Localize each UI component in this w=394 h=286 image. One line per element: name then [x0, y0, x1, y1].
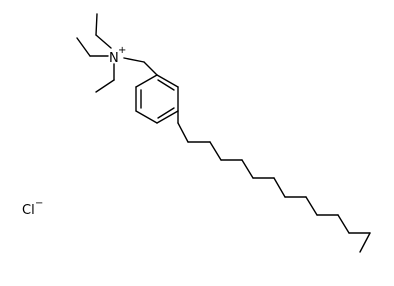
ring-bond-6 [135, 74, 158, 88]
chain-bond-5 [241, 159, 254, 179]
ring-double-1 [157, 79, 175, 91]
ethyl-1-bond-a [95, 34, 112, 49]
ring-bond-1 [156, 74, 179, 88]
chain-bond-11 [337, 214, 350, 234]
chain-bond-3 [209, 141, 222, 161]
ethyl-3-bond-b [95, 79, 115, 93]
nitrogen-charge: + [118, 45, 126, 56]
ring-bond-3 [156, 110, 179, 124]
chloride-charge: − [35, 198, 43, 209]
atom-labels: N + Cl − [22, 45, 126, 218]
chain-bond-7 [273, 177, 286, 198]
chain-bond-13 [359, 232, 371, 253]
nitrogen-label: N [109, 51, 119, 66]
ethyl-2-bond-b [76, 37, 91, 57]
bonds [76, 13, 371, 253]
chain-bond-9 [305, 196, 318, 216]
chloride-label: Cl [22, 203, 35, 218]
ring-double-2 [157, 107, 175, 119]
chain-bond-1 [177, 122, 189, 143]
ch2-ring-bond [143, 61, 158, 76]
ethyl-1-bond-b [95, 13, 98, 36]
n-ch2-bond [123, 57, 145, 63]
ring-bond-4 [135, 110, 158, 124]
